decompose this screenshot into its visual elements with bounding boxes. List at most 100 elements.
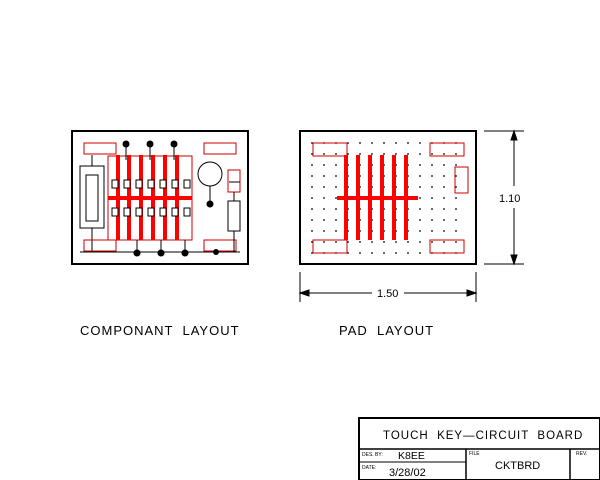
pad-hole — [395, 142, 397, 144]
pad-hole — [347, 252, 349, 254]
round-component — [197, 161, 223, 187]
pad-hole — [431, 241, 433, 243]
pad-hole — [311, 230, 313, 232]
pad-hole — [455, 175, 457, 177]
pad-hole — [371, 153, 373, 155]
pad-hole — [323, 241, 325, 243]
pad-layout-caption: PAD LAYOUT — [339, 323, 434, 338]
pad-hole — [443, 164, 445, 166]
component-layout — [71, 130, 249, 265]
dimension-width-label: 1.50 — [377, 288, 398, 300]
pad-hole — [335, 241, 337, 243]
pad-hole — [431, 219, 433, 221]
left-component-inner — [85, 174, 99, 222]
pad-hole — [419, 197, 421, 199]
pad-hole — [419, 142, 421, 144]
pad-hole — [407, 252, 409, 254]
rev-label: REV. — [576, 451, 587, 457]
pad-hole — [335, 164, 337, 166]
component-layout-caption: COMPONANT LAYOUT — [80, 323, 240, 338]
pad-hole — [419, 252, 421, 254]
pad-hole — [443, 186, 445, 188]
pad-hole — [359, 241, 361, 243]
right-resistor — [227, 200, 241, 232]
pad-hole — [443, 197, 445, 199]
pad-hole — [347, 153, 349, 155]
pad-hole — [335, 197, 337, 199]
pad-hole — [455, 186, 457, 188]
pad-hole — [407, 241, 409, 243]
pad-hole — [419, 219, 421, 221]
small-resistors — [111, 179, 191, 217]
pad-hole — [347, 241, 349, 243]
pad-hole — [311, 186, 313, 188]
component-traces — [108, 155, 192, 240]
pad-hole — [455, 241, 457, 243]
dimension-height-label: 1.10 — [499, 193, 520, 205]
pad-hole — [455, 208, 457, 210]
pad-hole — [383, 142, 385, 144]
dimension-lines — [298, 129, 524, 302]
pad-hole — [383, 252, 385, 254]
title-block — [358, 417, 600, 480]
pad-hole — [395, 252, 397, 254]
pad-hole — [359, 153, 361, 155]
pad-hole — [311, 241, 313, 243]
pad-hole — [443, 241, 445, 243]
pad-hole — [311, 175, 313, 177]
pad-hole — [371, 142, 373, 144]
pad-hole — [311, 208, 313, 210]
pad-hole — [419, 230, 421, 232]
pad-hole — [323, 175, 325, 177]
pad-hole — [311, 252, 313, 254]
pad-hole — [335, 230, 337, 232]
pad-hole — [371, 241, 373, 243]
date-value: 3/28/02 — [389, 467, 426, 479]
file-label: FILE — [469, 451, 480, 457]
pad-hole — [443, 219, 445, 221]
pad-hole — [323, 153, 325, 155]
pad-hole — [335, 208, 337, 210]
file-value: CKTBRD — [495, 460, 540, 472]
pad-hole — [455, 230, 457, 232]
pad-hole — [419, 186, 421, 188]
pad-hole — [311, 197, 313, 199]
pad-hole — [335, 219, 337, 221]
pad-hole — [359, 252, 361, 254]
pad-hole — [407, 153, 409, 155]
pad-hole — [455, 164, 457, 166]
pad-hole — [335, 175, 337, 177]
pad-hole — [323, 208, 325, 210]
terminal-dots — [122, 140, 219, 257]
pad-layout — [299, 130, 477, 265]
pad-hole — [443, 153, 445, 155]
pad-hole — [443, 175, 445, 177]
pad-hole — [419, 208, 421, 210]
pad-hole — [431, 230, 433, 232]
pad-hole — [371, 252, 373, 254]
pad-hole — [431, 208, 433, 210]
pad-hole — [419, 153, 421, 155]
pad-hole — [395, 241, 397, 243]
pad-hole — [431, 153, 433, 155]
pad-hole — [455, 153, 457, 155]
pad-hole — [395, 153, 397, 155]
pad-hole — [323, 186, 325, 188]
pad-hole — [431, 175, 433, 177]
pad-hole — [323, 219, 325, 221]
pad-hole — [311, 153, 313, 155]
pad-outlines — [312, 142, 469, 254]
pad-hole — [335, 153, 337, 155]
pad-hole — [431, 186, 433, 188]
pad-hole — [359, 142, 361, 144]
pad-hole — [311, 142, 313, 144]
pad-hole — [431, 197, 433, 199]
date-label: DATE: — [362, 465, 376, 471]
pad-hole — [383, 153, 385, 155]
pad-hole — [335, 186, 337, 188]
pad-traces — [337, 155, 418, 240]
pad-hole — [443, 208, 445, 210]
pad-hole — [323, 164, 325, 166]
pad-hole — [311, 164, 313, 166]
pad-hole — [311, 219, 313, 221]
